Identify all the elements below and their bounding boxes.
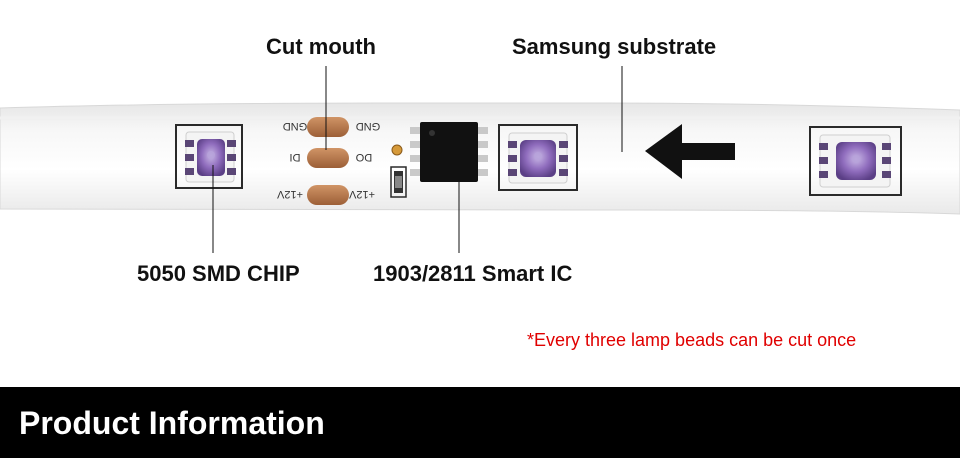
cut-mouth-label: Cut mouth: [266, 34, 376, 59]
smart-ic-label: 1903/2811 Smart IC: [373, 261, 573, 286]
smart-ic: [410, 122, 488, 182]
cut-pads: GND DI +12V GND DO +12V: [276, 117, 380, 205]
pad-left-di: DI: [290, 151, 301, 163]
footer-title: Product Information: [19, 405, 325, 441]
arrow-left-icon: [645, 124, 735, 179]
pad-right-12v: +12V: [348, 188, 375, 200]
pad-left-12v: +12V: [276, 188, 303, 200]
footer-bar: Product Information: [0, 387, 960, 458]
smd-chip-label: 5050 SMD CHIP: [137, 261, 300, 286]
bottom-margin: [0, 458, 960, 471]
pad-left-gnd: GND: [283, 120, 308, 132]
pad-right-gnd: GND: [356, 120, 381, 132]
led-chip-3: [809, 126, 902, 196]
pad-right-do: DO: [355, 151, 372, 163]
led-chip-2: [498, 124, 578, 191]
led-chip-1: [175, 124, 243, 189]
substrate-label: Samsung substrate: [512, 34, 717, 59]
passive-components: [390, 144, 407, 198]
cut-note: *Every three lamp beads can be cut once: [527, 330, 857, 350]
leader-lines: [212, 66, 623, 253]
